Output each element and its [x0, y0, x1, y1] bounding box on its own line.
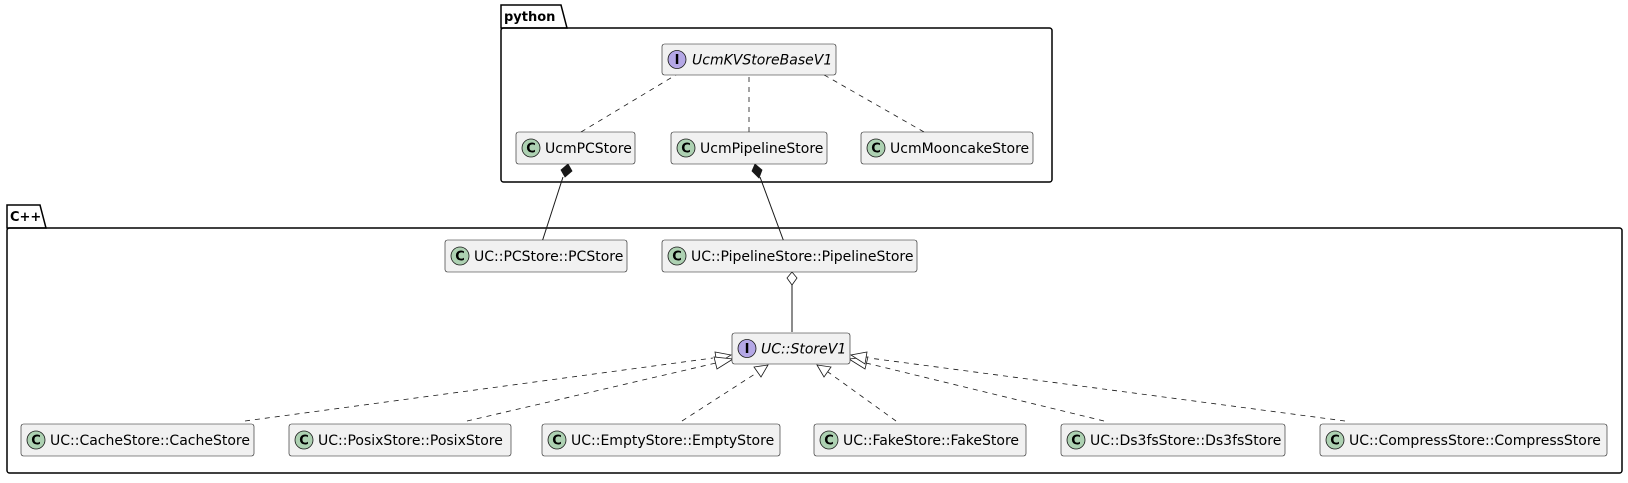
class-name: UC::EmptyStore::EmptyStore: [571, 433, 774, 449]
class-icon: C: [1071, 434, 1081, 449]
composition-pcstore: [541, 163, 573, 243]
class-uc-ds3fsstore: C UC::Ds3fsStore::Ds3fsStore: [1060, 423, 1286, 457]
class-name: UC::Ds3fsStore::Ds3fsStore: [1090, 433, 1281, 449]
class-uc-pcstore: C UC::PCStore::PCStore: [444, 239, 628, 273]
class-name: UC::PipelineStore::PipelineStore: [691, 249, 913, 265]
class-uc-compressstore: C UC::CompressStore::CompressStore: [1319, 423, 1608, 457]
realization-posixstore: [466, 356, 735, 422]
class-icon: C: [31, 434, 41, 449]
realization-compressstore: [849, 351, 1346, 422]
interface-icon: I: [745, 342, 750, 357]
class-name: UC::FakeStore::FakeStore: [843, 433, 1019, 449]
package-cpp: C++: [6, 204, 1623, 474]
class-ucmmooncakestore: C UcmMooncakeStore: [860, 131, 1034, 165]
class-name: UC::PCStore::PCStore: [474, 249, 623, 265]
class-name: UcmPipelineStore: [700, 141, 823, 157]
class-uc-pipelinestore: C UC::PipelineStore::PipelineStore: [661, 239, 918, 273]
realization-cachestore: [244, 351, 733, 422]
class-name: UcmMooncakeStore: [890, 141, 1029, 157]
class-icon: C: [1330, 434, 1340, 449]
class-name: UcmKVStoreBaseV1: [692, 53, 832, 69]
composition-pipelinestore: [751, 163, 785, 243]
class-icon: C: [552, 434, 562, 449]
class-icon: C: [681, 142, 691, 157]
class-name: UC::PosixStore::PosixStore: [318, 433, 503, 449]
class-name: UC::CompressStore::CompressStore: [1349, 433, 1601, 449]
package-python-label: python: [504, 10, 555, 25]
class-uc-fakestore: C UC::FakeStore::FakeStore: [813, 423, 1027, 457]
class-ucmpipelinestore: C UcmPipelineStore: [670, 131, 828, 165]
package-cpp-label: C++: [10, 210, 41, 225]
class-icon: C: [871, 142, 881, 157]
realization-ds3fsstore: [847, 356, 1105, 422]
class-icon: C: [299, 434, 309, 449]
package-python: python: [500, 4, 1053, 183]
class-icon: C: [526, 142, 536, 157]
class-name: UC::StoreV1: [761, 342, 846, 358]
class-icon: C: [455, 250, 465, 265]
class-name: UcmPCStore: [545, 141, 632, 157]
aggregation-pipeline-storev1: [786, 271, 798, 332]
class-uc-emptystore: C UC::EmptyStore::EmptyStore: [541, 423, 781, 457]
interface-icon: I: [675, 53, 680, 68]
class-name: UC::CacheStore::CacheStore: [50, 433, 250, 449]
realization-fakestore: [816, 364, 897, 422]
class-uc-posixstore: C UC::PosixStore::PosixStore: [288, 423, 512, 457]
class-icon: C: [672, 250, 682, 265]
class-icon: C: [824, 434, 834, 449]
class-ucmpcstore: C UcmPCStore: [515, 131, 636, 165]
class-uc-storev1: I UC::StoreV1: [731, 332, 851, 365]
class-ucmkvstorebasev1: I UcmKVStoreBaseV1: [661, 43, 837, 76]
realization-emptystore: [681, 364, 769, 422]
class-uc-cachestore: C UC::CacheStore::CacheStore: [20, 423, 255, 457]
